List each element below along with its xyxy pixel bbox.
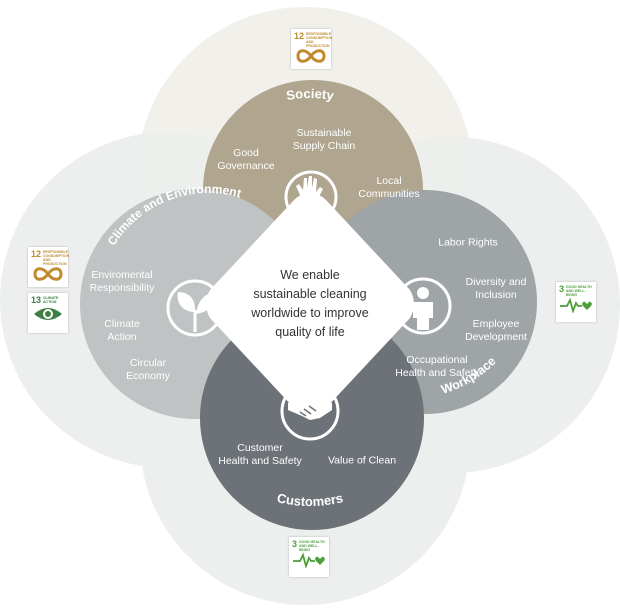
sdg-text: RESPONSIBLE CONSUMPTION AND PRODUCTION — [306, 32, 333, 48]
heartbeat-icon — [293, 552, 325, 568]
workplace-item-ohs: Occupational Health and Safety — [395, 354, 479, 379]
climate-item-climate-action: Climate Action — [104, 318, 140, 343]
society-item-supply-chain: Sustainable Supply Chain — [292, 127, 356, 152]
society-item-governance: Good Governance — [217, 147, 275, 172]
sdg-number: 12 — [294, 31, 305, 41]
customers-title: Customers — [276, 490, 345, 509]
sdg-number: 3 — [559, 284, 565, 294]
sdg-text: CLIMATE ACTION — [43, 296, 59, 304]
sdg-text: GOOD HEALTH AND WELL-BEING — [299, 540, 325, 552]
sdg13-badge-left: 13 CLIMATE ACTION — [28, 293, 68, 333]
infinity-icon — [296, 49, 326, 63]
person-icon — [394, 277, 452, 335]
customers-item-value: Value of Clean — [327, 454, 397, 467]
sdg3-badge-bottom: 3 GOOD HEALTH AND WELL-BEING — [289, 537, 329, 577]
leaf-sprout-icon — [166, 279, 224, 337]
sdg-text: RESPONSIBLE CONSUMPTION AND PRODUCTION — [43, 250, 70, 266]
sdg-number: 12 — [31, 249, 42, 259]
sdg12-badge-left: 12 RESPONSIBLE CONSUMPTION AND PRODUCTIO… — [28, 247, 70, 287]
workplace-item-labor: Labor Rights — [438, 236, 498, 249]
center-diamond — [206, 193, 414, 416]
center-mission-text: We enable sustainable cleaning worldwide… — [251, 268, 369, 339]
sdg-text: GOOD HEALTH AND WELL-BEING — [566, 285, 592, 297]
society-title: Society — [285, 86, 336, 103]
sdg12-badge-top: 12 RESPONSIBLE CONSUMPTION AND PRODUCTIO… — [291, 29, 333, 69]
heartbeat-icon — [560, 297, 592, 313]
workplace-item-development: Employee Development — [465, 318, 527, 343]
raised-hands-icon — [284, 170, 338, 224]
customers-item-health: Customer Health and Safety — [218, 442, 302, 467]
infinity-icon — [33, 267, 63, 281]
workplace-item-diversity: Diversity and Inclusion — [465, 276, 527, 301]
climate-item-circular: Circular Economy — [126, 357, 170, 382]
climate-item-environmental: Enviromental Responsibility — [89, 269, 155, 294]
sdg3-badge-right: 3 GOOD HEALTH AND WELL-BEING — [556, 282, 596, 322]
sdg-number: 3 — [292, 539, 298, 549]
society-item-communities: Local Communities — [358, 175, 420, 200]
eye-earth-icon — [34, 308, 62, 320]
sdg-number: 13 — [31, 295, 42, 305]
handshake-icon — [280, 381, 340, 441]
